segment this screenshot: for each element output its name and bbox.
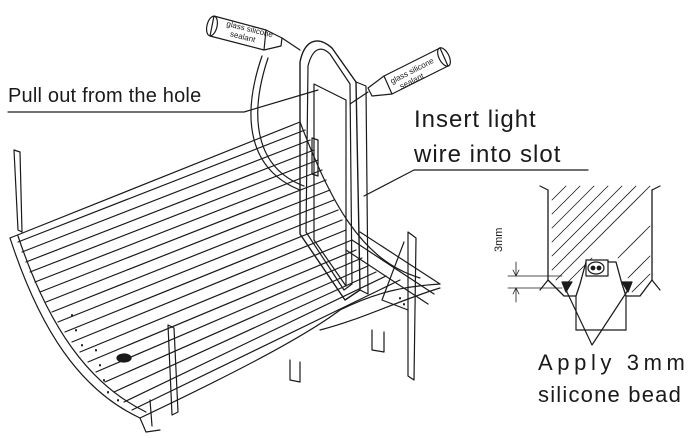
dimension-label: 3mm (493, 227, 505, 252)
insert-wire-label-line2: wire into slot (414, 141, 562, 168)
drain-hole-icon (116, 353, 132, 363)
pull-out-label: Pull out from the hole (8, 85, 202, 107)
pull-leader-line (7, 89, 319, 113)
side-fins (13, 149, 179, 416)
sealant-tube-2 (349, 47, 451, 105)
tube-1-label: glass silicone sealant (226, 19, 275, 44)
slot-cross-section (539, 185, 661, 346)
barrel-floor (9, 121, 441, 433)
insert-leader-line (363, 169, 589, 197)
apply-bead-label-line2: silicone bead (538, 382, 683, 407)
right-fin (381, 231, 417, 381)
screw-dots (71, 297, 405, 402)
tube-2-label: glass silicone sealant (389, 56, 436, 91)
apply-bead-label-line1: Apply 3mm (538, 350, 690, 375)
dimension-3mm (507, 261, 563, 303)
sealant-tube-1 (205, 15, 301, 51)
glass-door (299, 40, 369, 301)
insert-wire-label-line1: Insert light (414, 106, 537, 133)
